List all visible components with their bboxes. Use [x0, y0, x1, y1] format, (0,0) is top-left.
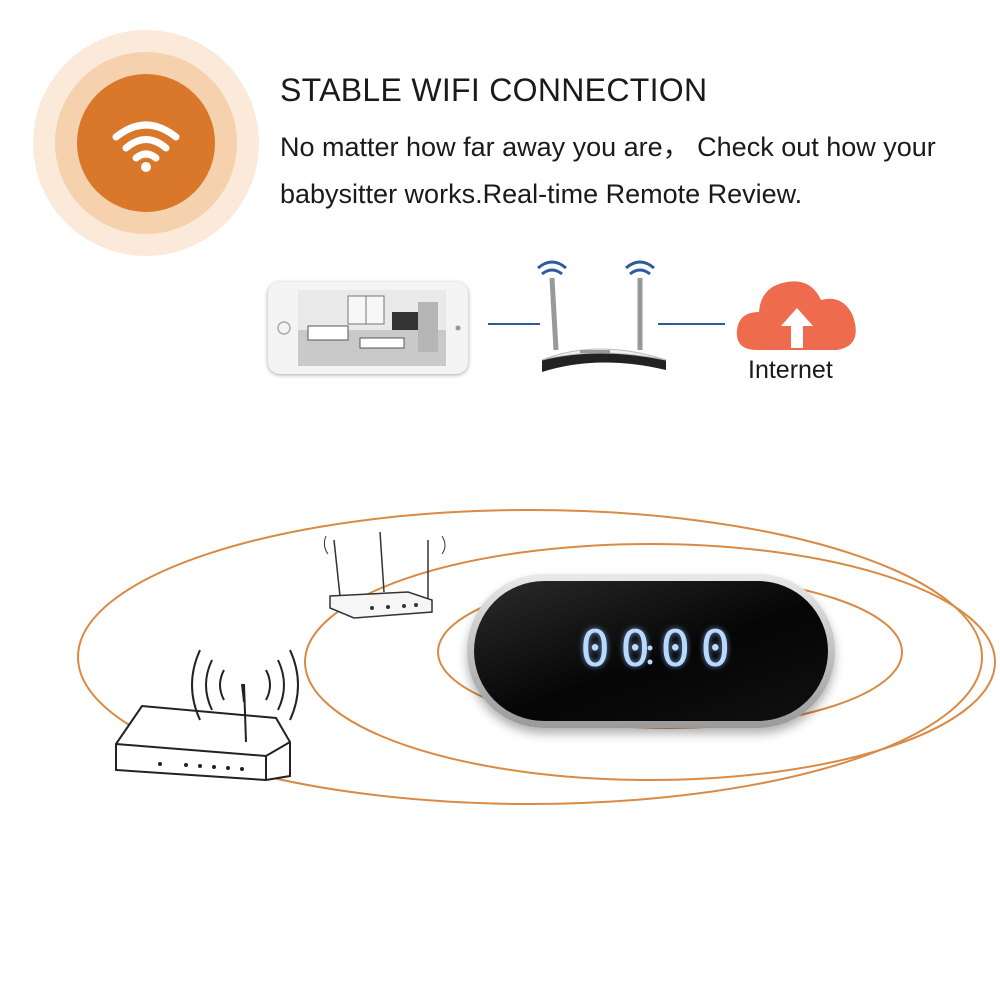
small-router-sketch [323, 531, 446, 619]
wifi-coverage-illustration [77, 509, 996, 805]
wifi-icon [112, 121, 180, 172]
clock-colon-icon [647, 645, 653, 665]
router-icon [488, 260, 725, 372]
cloud-upload-icon [736, 281, 856, 350]
wifi-signal-icon [537, 260, 655, 276]
clock-display [474, 581, 828, 721]
smartphone-icon [277, 290, 461, 366]
coverage-orbits [77, 509, 996, 805]
page-title: STABLE WIFI CONNECTION [280, 72, 708, 108]
smartphone [268, 282, 468, 374]
clock-time-readout: 0000 [580, 620, 741, 678]
page-description: No matter how far away you are， Check ou… [280, 132, 936, 209]
large-router-sketch [115, 649, 299, 782]
internet-label: Internet [748, 356, 833, 384]
wifi-signal-icon [191, 649, 299, 721]
